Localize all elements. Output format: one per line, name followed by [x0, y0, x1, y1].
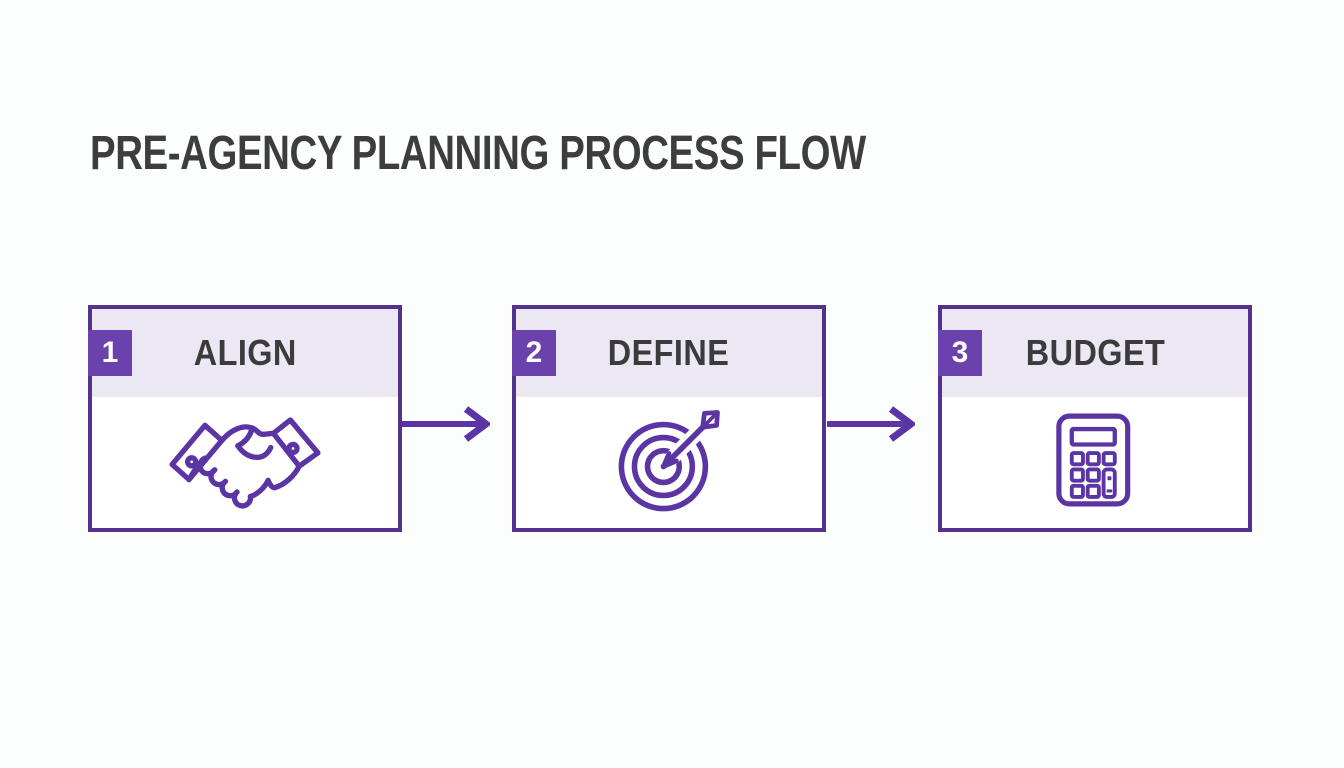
step-header: 2 DEFINE — [512, 309, 822, 397]
handshake-icon — [165, 402, 325, 523]
arrow-right-icon — [827, 404, 917, 444]
step-box-align: 1 ALIGN — [88, 305, 402, 532]
calculator-icon — [1052, 411, 1138, 514]
step-header: 1 ALIGN — [88, 309, 398, 397]
step-box-define: 2 DEFINE — [512, 305, 826, 532]
step-header: 3 BUDGET — [938, 309, 1248, 397]
diagram-title: PRE-AGENCY PLANNING PROCESS FLOW — [90, 127, 866, 180]
arrow-right-icon — [402, 404, 492, 444]
step-label: DEFINE — [608, 332, 730, 373]
step-body — [942, 397, 1248, 528]
step-box-budget: 3 BUDGET — [938, 305, 1252, 532]
target-icon — [613, 402, 725, 523]
step-number-badge: 3 — [938, 330, 982, 376]
step-label: BUDGET — [1025, 332, 1165, 373]
step-body — [516, 397, 822, 528]
step-label: ALIGN — [193, 332, 297, 373]
step-number-badge: 2 — [512, 330, 556, 376]
step-body — [92, 397, 398, 528]
step-number-badge: 1 — [88, 330, 132, 376]
